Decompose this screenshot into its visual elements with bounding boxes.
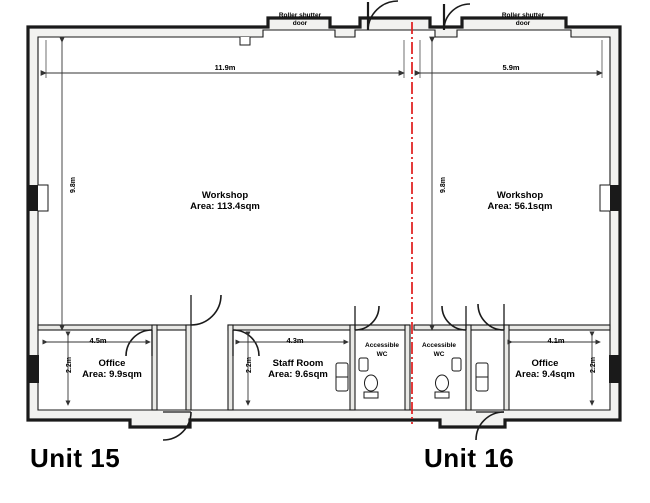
- workshop-right-area: Area: 56.1sqm: [487, 201, 553, 212]
- door-wc-right: [441, 305, 467, 331]
- workshop-left-area: Area: 113.4sqm: [190, 201, 260, 212]
- staff-room-area: Area: 9.6sqm: [268, 369, 328, 380]
- room-label-office-left: Office Area: 9.9sqm: [62, 358, 162, 380]
- inner-wall-face: [37, 29, 611, 411]
- door-wc-left: [354, 305, 380, 331]
- sanitary-fixtures: [335, 357, 489, 399]
- dim-text-workshop-right-width: 5.9m: [502, 63, 520, 72]
- roller-shutter-left-line2: door: [292, 20, 308, 27]
- dimension-lines: [40, 36, 603, 406]
- door-entrance-unit16: [475, 411, 505, 441]
- room-label-office-right: Office Area: 9.4sqm: [495, 358, 595, 380]
- wc-left-line2: WC: [376, 350, 388, 358]
- pilaster-right-2: [609, 355, 620, 383]
- dim-extension-ticks: [45, 40, 603, 78]
- wall-lobby-left: [185, 324, 192, 411]
- room-label-wc-right: Accessible WC: [414, 342, 464, 359]
- dim-text-workshop-left-width: 11.9m: [214, 63, 236, 72]
- pilaster-left-1: [28, 185, 39, 211]
- dim-text-office-left-height: 2.2m: [66, 357, 73, 373]
- workshop-left-name: Workshop: [201, 190, 249, 201]
- dim-text-staffroom-height: 2.2m: [246, 357, 253, 373]
- recess-left-upper: [38, 184, 49, 212]
- wall-wc-left-right: [404, 324, 411, 411]
- internal-walls: [37, 324, 611, 411]
- office-right-area: Area: 9.4sqm: [515, 369, 575, 380]
- door-office-left: [125, 329, 153, 357]
- dim-text-office-right-height: 2.2m: [590, 357, 597, 373]
- wc-right-line1: Accessible: [422, 342, 456, 349]
- wall-office-left-right: [151, 324, 158, 411]
- dim-text-workshop-left-height: 9.8m: [70, 177, 77, 193]
- door-top-right-personnel: [442, 3, 471, 31]
- door-top-left-personnel: [366, 0, 399, 31]
- wall-staffroom-right: [349, 324, 356, 411]
- wall-recesses: [38, 37, 610, 212]
- office-left-name: Office: [98, 358, 126, 369]
- wc-right-line2: WC: [433, 350, 445, 358]
- annotation-roller-shutter-left: Roller shutter door: [266, 12, 334, 28]
- door-staff-room: [232, 329, 260, 357]
- office-right-name: Office: [531, 358, 559, 369]
- wall-workshop-rooms-right: [413, 324, 611, 331]
- fixture-wc-left-pan: [364, 374, 378, 392]
- unit-16-title: Unit 16: [424, 443, 515, 473]
- pilaster-right-1: [609, 185, 620, 211]
- door-entrance-unit15: [162, 411, 192, 441]
- recess-right-upper: [599, 184, 610, 212]
- fixture-wc-left-basin: [358, 357, 369, 372]
- recess-top-left-nib: [239, 37, 251, 46]
- unit-15-title: Unit 15: [30, 443, 121, 473]
- roller-shutter-left-line1: Roller shutter: [278, 12, 322, 19]
- fixture-wc-right-basin: [451, 357, 462, 372]
- workshop-right-name: Workshop: [496, 190, 544, 201]
- room-label-workshop-left: Workshop Area: 113.4sqm: [160, 190, 290, 212]
- dim-text-staffroom-width: 4.3m: [286, 336, 304, 345]
- pilaster-left-2: [28, 355, 39, 383]
- door-lobby-workshop-left: [190, 294, 222, 326]
- room-label-wc-left: Accessible WC: [357, 342, 407, 359]
- fixture-wc-right-cistern: [434, 391, 450, 399]
- office-left-area: Area: 9.9sqm: [82, 369, 142, 380]
- staff-room-name: Staff Room: [272, 358, 324, 369]
- wall-lobby-right-unit16: [503, 324, 510, 411]
- door-office-right: [477, 303, 505, 331]
- fixture-wc-left-cistern: [363, 391, 379, 399]
- dim-text-office-left-width: 4.5m: [89, 336, 107, 345]
- wall-workshop-rooms-mid: [227, 324, 411, 331]
- doors: [125, 0, 505, 441]
- wc-left-line1: Accessible: [365, 342, 399, 349]
- room-label-staff-room: Staff Room Area: 9.6sqm: [243, 358, 353, 380]
- roller-shutter-right-line1: Roller shutter: [501, 12, 545, 19]
- wall-wc-office-right: [465, 324, 472, 411]
- wall-workshop-rooms-left: [37, 324, 191, 331]
- wall-pilasters: [28, 185, 620, 383]
- wall-lobby-right: [227, 324, 234, 411]
- roller-shutter-right-line2: door: [515, 20, 531, 27]
- dim-text-workshop-right-height: 9.8m: [440, 177, 447, 193]
- room-label-workshop-right: Workshop Area: 56.1sqm: [455, 190, 585, 212]
- annotation-roller-shutter-right: Roller shutter door: [489, 12, 557, 28]
- dim-text-office-right-width: 4.1m: [547, 336, 565, 345]
- fixture-wc-right-pan: [435, 374, 449, 392]
